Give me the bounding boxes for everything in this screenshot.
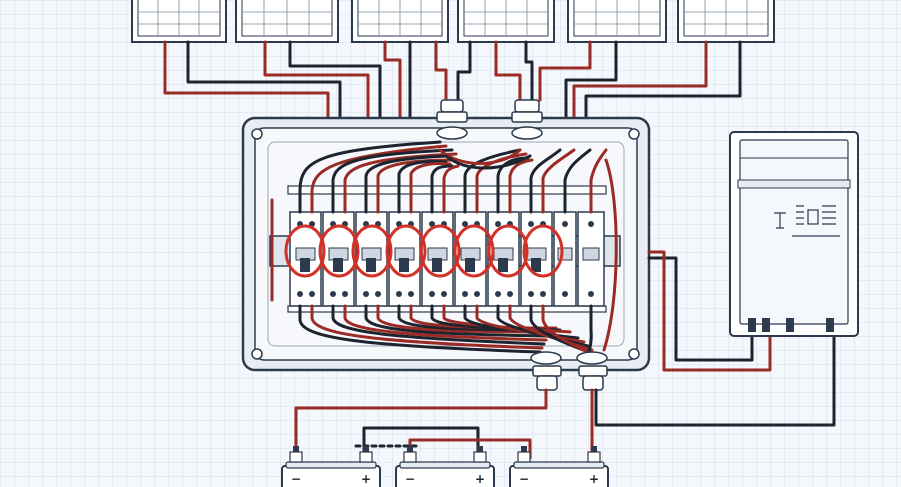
highlight-ring xyxy=(453,224,495,278)
panel-wires xyxy=(163,40,742,124)
solar-panel-array xyxy=(131,0,775,43)
battery-bank: −+−+−+ xyxy=(281,446,609,487)
battery: −+ xyxy=(509,446,609,487)
negative-symbol: − xyxy=(519,472,529,486)
inverter-wires xyxy=(594,250,836,427)
highlight-ring xyxy=(522,224,564,278)
breaker-highlights xyxy=(284,224,564,278)
cable-gland xyxy=(436,99,468,140)
positive-terminal xyxy=(359,446,373,463)
solar-panel xyxy=(235,0,339,43)
solar-panel xyxy=(131,0,227,43)
breaker xyxy=(553,211,577,307)
highlight-ring xyxy=(385,224,427,278)
highlight-ring xyxy=(419,224,461,278)
solar-panel xyxy=(677,0,775,43)
breaker xyxy=(454,211,487,307)
solar-panel xyxy=(567,0,667,43)
bus-bar xyxy=(287,185,607,195)
breaker xyxy=(577,211,605,307)
bus-bar xyxy=(287,305,607,313)
highlight-ring xyxy=(487,224,529,278)
positive-symbol: + xyxy=(361,472,371,486)
internal-wires-bottom xyxy=(270,158,618,358)
positive-symbol: + xyxy=(475,472,485,486)
negative-symbol: − xyxy=(405,472,415,486)
positive-terminal xyxy=(473,446,487,463)
cable-gland xyxy=(511,99,543,140)
solar-panel xyxy=(351,0,449,43)
negative-terminal xyxy=(403,446,417,463)
positive-symbol: + xyxy=(589,472,599,486)
highlight-ring xyxy=(351,224,393,278)
highlight-ring xyxy=(318,224,360,278)
cable-gland xyxy=(530,351,562,391)
negative-terminal xyxy=(289,446,303,463)
battery: −+ xyxy=(395,446,495,487)
inverter xyxy=(729,131,859,337)
positive-terminal xyxy=(587,446,601,463)
battery: −+ xyxy=(281,446,381,487)
solar-panel xyxy=(457,0,555,43)
negative-terminal xyxy=(517,446,531,463)
highlight-ring xyxy=(284,224,326,278)
negative-symbol: − xyxy=(291,472,301,486)
internal-wires-top xyxy=(298,140,608,214)
